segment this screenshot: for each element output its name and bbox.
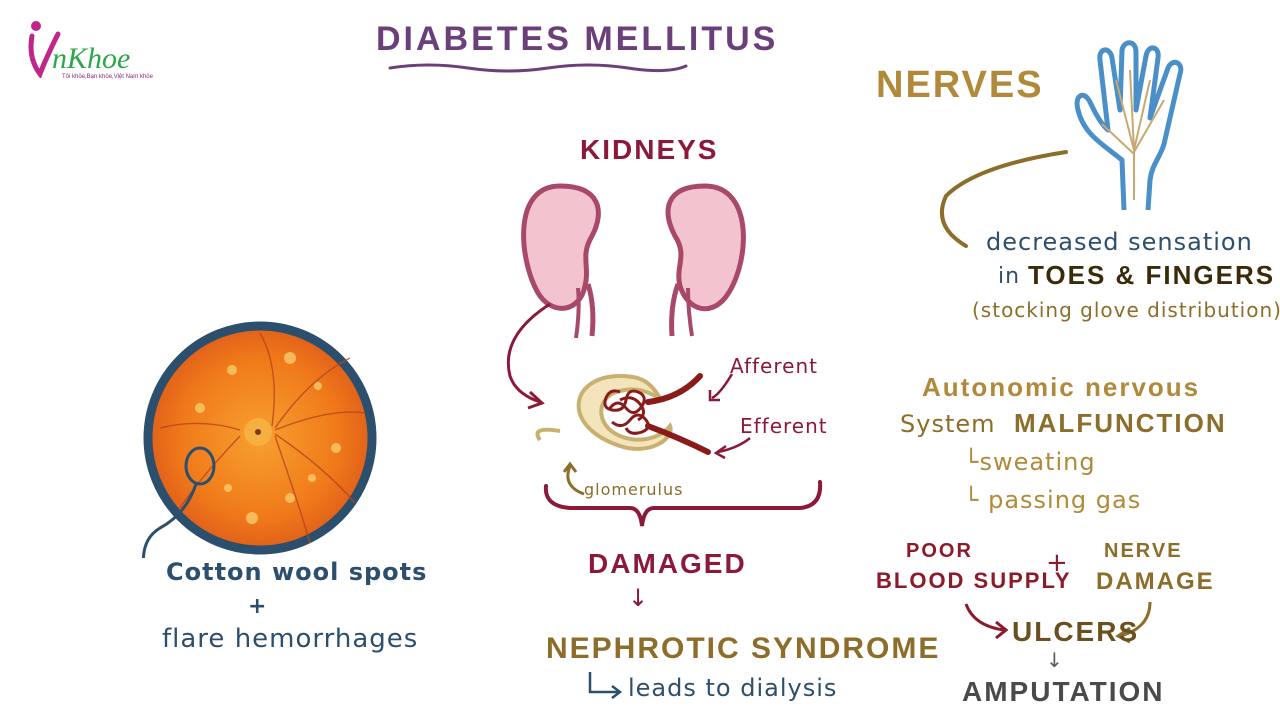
stocking-glove-label: (stocking glove distribution) xyxy=(972,298,1280,322)
symptom-hook: └ xyxy=(964,448,980,476)
sensation-pointer xyxy=(940,150,1068,248)
autonomic-line1: Autonomic nervous xyxy=(922,372,1201,402)
kidneys-heading: KIDNEYS xyxy=(580,134,719,165)
afferent-label: Afferent xyxy=(730,354,818,378)
nephrotic-syndrome-label: NEPHROTIC SYNDROME xyxy=(546,632,941,665)
eyes-plus: + xyxy=(248,594,268,619)
poor-label: POOR xyxy=(906,540,973,562)
cotton-wool-spot-circle xyxy=(184,446,216,486)
malfunction-label: MALFUNCTION xyxy=(1014,408,1227,438)
page-title: DIABETES MELLITUS xyxy=(376,20,779,58)
sensation-line1: decreased sensation xyxy=(986,228,1253,256)
damaged-arrow: ↓ xyxy=(628,584,650,612)
logo-figure-icon xyxy=(28,21,61,78)
dialysis-hook-arrow xyxy=(588,672,623,699)
logo-tagline: Tôi khỏe,Bạn khỏe,Việt Nam khỏe xyxy=(62,74,153,80)
damaged-label: DAMAGED xyxy=(588,548,747,579)
damage-label: DAMAGE xyxy=(1096,568,1215,595)
logo-brand: nKhoe xyxy=(52,42,131,75)
logo: nKhoe Tôi khỏe,Bạn khỏe,Việt Nam khỏe xyxy=(24,18,184,84)
symptom-hook: └ xyxy=(964,486,989,514)
flare-hemorrhages-label: flare hemorrhages xyxy=(162,624,419,654)
symptom-gas-text: passing gas xyxy=(988,486,1142,514)
nerve-label: NERVE xyxy=(1104,540,1183,562)
kidney-illustration xyxy=(506,183,823,527)
glomerulus-label: glomerulus xyxy=(584,480,684,499)
hand-icon xyxy=(1074,40,1184,211)
symptom-sweating-text: sweating xyxy=(979,448,1096,476)
title-underline xyxy=(388,63,688,73)
nerves-plus: + xyxy=(1046,548,1069,578)
efferent-label: Efferent xyxy=(740,414,828,438)
toes-fingers-label: TOES & FINGERS xyxy=(1028,260,1276,290)
sensation-in: in xyxy=(998,264,1021,289)
retina-illustration xyxy=(141,321,377,558)
cotton-wool-spots-label: Cotton wool spots xyxy=(166,558,428,586)
dialysis-label: leads to dialysis xyxy=(628,674,838,702)
ulcer-arrows xyxy=(964,601,1152,644)
ulcers-arrow: ↓ xyxy=(1046,648,1064,672)
nerves-heading: NERVES xyxy=(876,64,1044,106)
blood-supply-label: BLOOD SUPPLY xyxy=(876,568,1072,593)
amputation-label: AMPUTATION xyxy=(962,676,1165,707)
symptom-passing-gas: └ passing gas xyxy=(964,486,1141,514)
autonomic-system-word: System xyxy=(900,410,996,438)
symptom-sweating: └sweating xyxy=(964,448,1096,476)
ulcers-label: ULCERS xyxy=(1012,616,1140,647)
